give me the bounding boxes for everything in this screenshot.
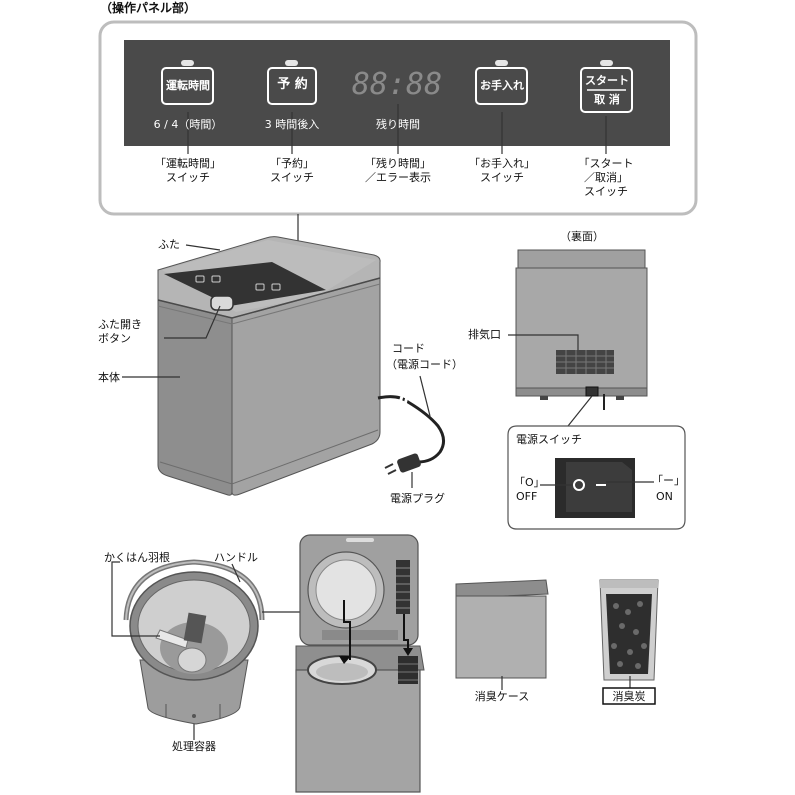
reserve-callout-line2: スイッチ bbox=[270, 171, 314, 184]
main-unit bbox=[157, 236, 381, 496]
deodorant-case-label: 消臭ケース bbox=[474, 690, 530, 703]
container-label: 処理容器 bbox=[172, 740, 216, 753]
panel-callout-lines bbox=[187, 104, 607, 154]
lid-open-label-line1: ふた開き bbox=[98, 318, 142, 331]
lid-open-label-line2: ボタン bbox=[98, 332, 131, 345]
unit-callout-lines bbox=[122, 244, 431, 488]
maintenance-button-label: お手入れ bbox=[480, 79, 524, 92]
cord-label-line1: コード bbox=[392, 342, 425, 355]
panel-face bbox=[124, 40, 670, 146]
maintenance-callout-line1: 「お手入れ」 bbox=[469, 157, 535, 170]
switch-callout-line bbox=[567, 395, 593, 427]
plug-label: 電源プラグ bbox=[390, 492, 445, 505]
handle-label: ハンドル bbox=[214, 551, 258, 564]
maintenance-button bbox=[475, 60, 528, 105]
reserve-button bbox=[267, 60, 317, 105]
start-callout-line2: ／取消」 bbox=[584, 171, 628, 184]
charcoal-pack bbox=[599, 579, 659, 705]
run-time-button bbox=[161, 60, 214, 105]
deodorant-case bbox=[455, 579, 549, 690]
container-callout-lines bbox=[111, 561, 304, 740]
lid-label: ふた bbox=[158, 238, 180, 251]
start-button-label: スタート bbox=[585, 74, 629, 87]
remaining-time-display: 88:88 bbox=[351, 67, 443, 102]
open-unit bbox=[295, 534, 425, 793]
power-switch-title: 電源スイッチ bbox=[516, 433, 582, 446]
remaining-sublabel: 残り時間 bbox=[376, 118, 420, 131]
start-cancel-button bbox=[580, 60, 633, 113]
remaining-callout-line1: 「残り時間」 bbox=[365, 157, 431, 170]
reserve-sublabel: 3 時間後入 bbox=[264, 118, 320, 131]
blade-label: かくはん羽根 bbox=[104, 551, 170, 564]
off-label-line2: OFF bbox=[516, 490, 538, 503]
off-label-line1: 「O」 bbox=[514, 476, 545, 489]
on-label-line1: 「ー」 bbox=[652, 474, 685, 487]
exhaust-callout-line bbox=[508, 334, 579, 350]
processing-container bbox=[123, 559, 265, 725]
start-callout-line1: 「スタート bbox=[578, 157, 634, 170]
run-time-button-label: 運転時間 bbox=[166, 79, 210, 92]
back-view-title: （裏面） bbox=[560, 230, 604, 243]
body-label: 本体 bbox=[98, 371, 120, 384]
back-view-unit bbox=[515, 249, 648, 410]
run-time-callout-line1: 「運転時間」 bbox=[155, 157, 221, 170]
charcoal-label: 消臭炭 bbox=[612, 690, 646, 703]
power-cord bbox=[377, 395, 445, 475]
run-time-callout-line2: スイッチ bbox=[166, 171, 210, 184]
exhaust-label: 排気口 bbox=[468, 328, 501, 341]
start-callout-line3: スイッチ bbox=[584, 185, 628, 198]
maintenance-callout-line2: スイッチ bbox=[480, 171, 524, 184]
remaining-callout-line2: ／エラー表示 bbox=[365, 171, 431, 184]
reserve-button-label: 予 約 bbox=[277, 77, 308, 92]
on-label-line2: ON bbox=[656, 490, 673, 503]
run-time-sublabel: 6 / 4（時間） bbox=[153, 118, 223, 131]
cord-label-line2: （電源コード） bbox=[386, 358, 463, 371]
section-title: （操作パネル部） bbox=[100, 1, 197, 15]
reserve-callout-line1: 「予約」 bbox=[270, 157, 314, 170]
cancel-button-label: 取 消 bbox=[594, 93, 620, 106]
power-switch-detail bbox=[507, 425, 686, 530]
